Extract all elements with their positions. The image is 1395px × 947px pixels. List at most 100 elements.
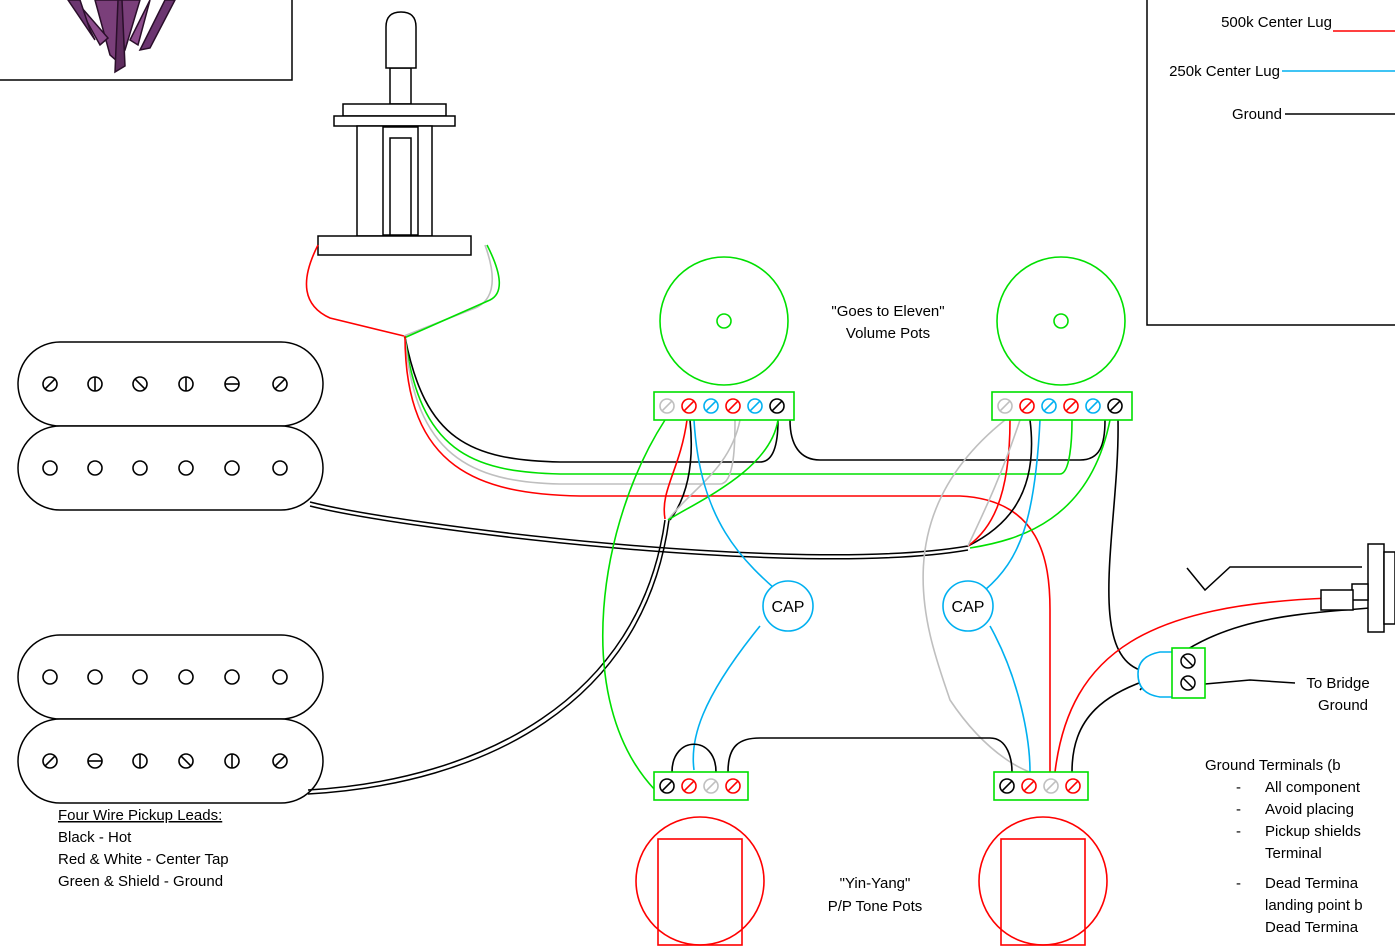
pole-piece-slug (224, 460, 240, 476)
potentiometer-volume-left (653, 256, 795, 421)
pole-piece-slug (132, 460, 148, 476)
volume-pot-terminal (1107, 398, 1123, 414)
pole-piece-screw (42, 753, 58, 769)
tone-pot-terminal (1043, 778, 1059, 794)
pole-piece-screw (272, 753, 288, 769)
neck-pickup-cable-2 (309, 505, 969, 560)
legend-box: 500k Center Lug 250k Center Lug Ground (1146, 0, 1395, 326)
output-jack-icon (1320, 543, 1395, 633)
legend-item-250k: 250k Center Lug (1169, 63, 1395, 80)
tone-pot-terminal (999, 778, 1015, 794)
pole-piece-screw (178, 376, 194, 392)
notes-bullet-text: Dead Termina (1265, 875, 1359, 892)
vol-left-cap-to-tone (692, 625, 761, 771)
tone-pot-terminal (725, 778, 741, 794)
volume-pot-terminal (725, 398, 741, 414)
vol-left-black-hot (669, 419, 693, 521)
legend-item-ground: Ground (1232, 106, 1395, 123)
toggle-to-gray-run (404, 337, 736, 485)
volume-pot-terminal (703, 398, 719, 414)
jack-leg (1186, 566, 1362, 592)
legend-item-500k: 500k Center Lug (1221, 14, 1395, 32)
pole-piece-slug (132, 669, 148, 685)
pole-piece-slug (178, 669, 194, 685)
pole-piece-slug (224, 669, 240, 685)
tone-pots-title: "Yin-Yang" (840, 875, 911, 892)
logo-box (0, 0, 293, 81)
volume-pot-terminal (769, 398, 785, 414)
vol-right-black-to-jack (1108, 419, 1141, 671)
vol-left-green-2 (667, 419, 779, 521)
bridge-pickup-cable-2 (307, 519, 670, 795)
volume-pot-terminal (1063, 398, 1079, 414)
bridge-ground-lead (1204, 679, 1296, 685)
vol-left-gray-tap (667, 419, 741, 521)
notes-bullet-text: All component (1265, 779, 1361, 796)
volume-pots-title: "Goes to Eleven" (831, 303, 944, 320)
vol-left-red-tap (663, 419, 688, 520)
to-bridge-line1: To Bridge (1306, 675, 1369, 692)
toggle-to-vol-black-2 (789, 419, 1106, 461)
pot-screw-terminals (659, 398, 1123, 794)
vol-right-black-tap (967, 419, 1033, 547)
bridge-pickup-cable (307, 519, 666, 791)
legend-label-250k: 250k Center Lug (1169, 63, 1280, 80)
cap-right-label: CAP (952, 599, 985, 616)
volume-pot-terminal (1041, 398, 1057, 414)
pole-piece-slug (272, 669, 288, 685)
cap-left-label: CAP (772, 599, 805, 616)
to-bridge-ground-label: To Bridge Ground (1306, 675, 1369, 714)
neck-pickup-cable (309, 501, 969, 556)
tone-pot-terminal (703, 778, 719, 794)
volume-pot-terminal (997, 398, 1013, 414)
pickup-leads-title: Four Wire Pickup Leads: (58, 807, 222, 824)
volume-pot-terminal (681, 398, 697, 414)
toggle-red-lead (305, 244, 405, 337)
pole-piece-slug (272, 460, 288, 476)
tone-left-jumper (671, 743, 717, 773)
pickup-leads-note: Four Wire Pickup Leads: Black - Hot Red … (58, 807, 229, 890)
pole-piece-screw (132, 753, 148, 769)
potentiometer-volume-right (991, 256, 1133, 421)
notes-bullet-text: Pickup shields (1265, 823, 1361, 840)
capacitor-left: CAP (762, 580, 814, 632)
toggle-gray-lead (403, 244, 493, 337)
tone-pots-subtitle: P/P Tone Pots (828, 898, 923, 915)
pole-piece-screw (224, 376, 240, 392)
ground-terminals-notes: Ground Terminals (b - All component - Av… (1205, 757, 1363, 936)
pole-piece-screw (272, 376, 288, 392)
notes-bullet-dash: - (1236, 801, 1241, 818)
vol-right-gray-2 (967, 419, 1021, 547)
pole-piece-screw (42, 376, 58, 392)
vol-right-blue-cap (984, 419, 1041, 591)
volume-pot-terminal (1085, 398, 1101, 414)
vol-right-red-tap (967, 419, 1011, 547)
to-bridge-line2: Ground (1318, 697, 1368, 714)
potentiometer-tone-right (978, 771, 1108, 946)
pickup-leads-line: Red & White - Center Tap (58, 851, 229, 868)
tone-right-red-to-jack (1054, 597, 1331, 773)
legend-label-ground: Ground (1232, 106, 1282, 123)
notes-title: Ground Terminals (b (1205, 757, 1341, 774)
legend-label-500k: 500k Center Lug (1221, 14, 1332, 31)
vol-left-green-ground (601, 419, 666, 791)
pole-piece-slug (178, 460, 194, 476)
tone-link-black (727, 737, 1013, 773)
pole-piece-screw (87, 753, 103, 769)
pole-piece-slug (42, 460, 58, 476)
notes-bullet-text: Dead Termina (1265, 919, 1359, 936)
pole-piece-screw (87, 376, 103, 392)
capacitor-right: CAP (942, 580, 994, 632)
tone-pot-terminal (659, 778, 675, 794)
ground-terminal-block-icon (1137, 647, 1206, 699)
tone-pot-terminal (1065, 778, 1081, 794)
tone-pot-terminal (681, 778, 697, 794)
tone-pots-label: "Yin-Yang" P/P Tone Pots (828, 875, 923, 915)
notes-bullet-dash: - (1236, 875, 1241, 892)
notes-bullet-dash: - (1236, 779, 1241, 796)
flower-logo-icon (67, 0, 176, 74)
pole-piece-slug (42, 669, 58, 685)
vol-left-blue-cap (693, 419, 789, 601)
notes-bullet-dash: - (1236, 823, 1241, 840)
